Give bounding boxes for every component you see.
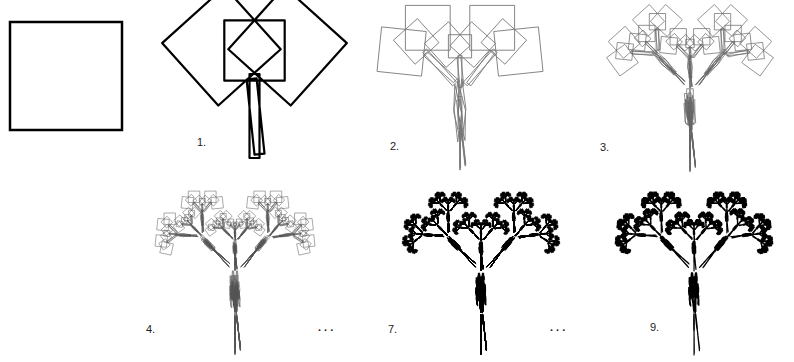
fractal-tree [377, 5, 543, 170]
panel-number: 9. [650, 322, 659, 333]
panel-number: 1. [197, 137, 206, 148]
fractal-tree [402, 192, 560, 355]
panel-number: 2. [390, 141, 399, 152]
fractal-tree [162, 0, 347, 158]
panel-number: 3. [600, 142, 609, 153]
ellipsis: . . . [318, 322, 333, 333]
ellipsis: . . . [550, 322, 565, 333]
fractal-tree [615, 192, 773, 355]
panel-number: 7. [388, 324, 397, 335]
initial-square [10, 22, 122, 130]
panel-number: 4. [146, 324, 155, 335]
fractal-tree [607, 5, 774, 173]
fractal-tree [155, 191, 315, 355]
